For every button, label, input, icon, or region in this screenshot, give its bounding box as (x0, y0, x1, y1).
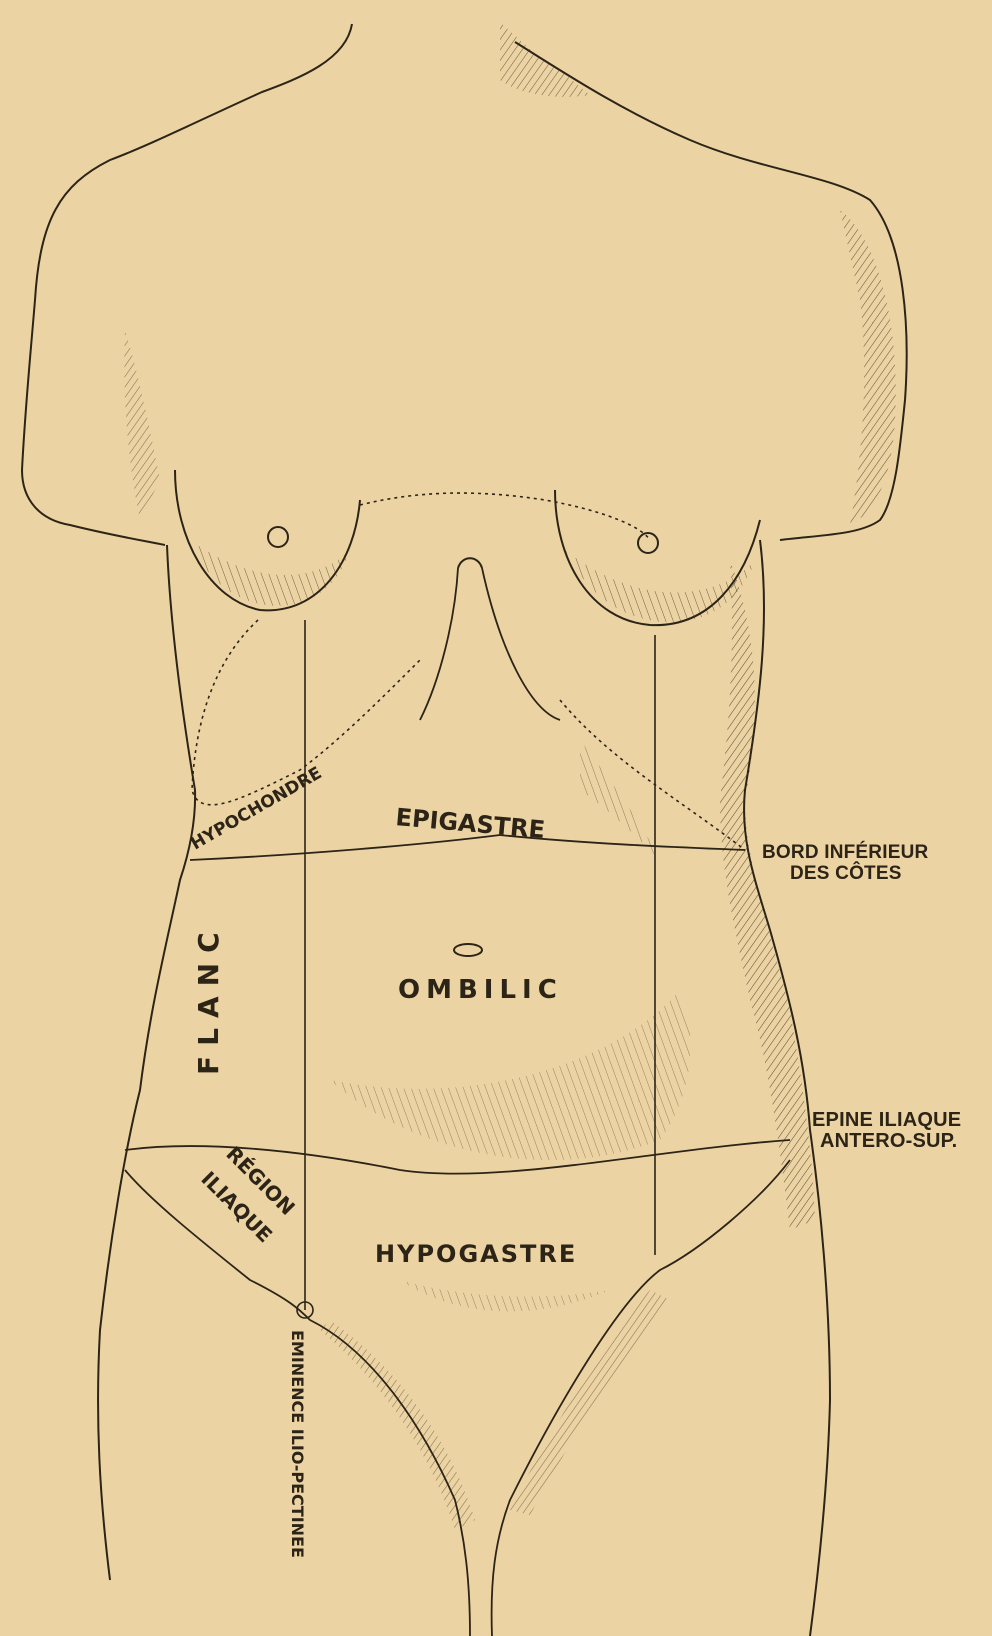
label-eminence: EMINENCE ILIO-PECTINEE (288, 1330, 307, 1558)
epine-line-1: EPINE ILIAQUE (812, 1110, 992, 1131)
neck-shading (500, 22, 590, 97)
label-hypogastre: HYPOGASTRE (375, 1240, 577, 1268)
groin-shading (320, 1320, 475, 1530)
inguinal-lines (125, 1160, 790, 1636)
epine-line-2: ANTERO-SUP. (812, 1131, 992, 1152)
groin-shading-right (510, 1290, 670, 1515)
label-bord-inferieur-des-cotes: BORD INFÉRIEUR DES CÔTES (762, 842, 962, 884)
left-breast-shading (190, 540, 350, 606)
xiphoid-notch (458, 558, 482, 568)
right-nipple (638, 533, 658, 553)
label-ombilic: OMBILIC (398, 975, 563, 1005)
label-flanc: FLANC (192, 922, 225, 1075)
costal-arch (420, 568, 560, 720)
right-arm-shading (840, 210, 896, 525)
hypogastric-shading (400, 1280, 610, 1311)
left-arm-shading (124, 330, 160, 520)
right-side-shading (720, 560, 815, 1230)
left-nipple (268, 527, 288, 547)
vertical-midclavicular-lines (305, 620, 655, 1310)
bord-line-1: BORD INFÉRIEUR (762, 842, 962, 863)
label-epine-iliaque-antero-sup: EPINE ILIAQUE ANTERO-SUP. (812, 1110, 992, 1152)
lower-abdomen-shading (330, 990, 690, 1160)
right-breast-shading (565, 550, 755, 622)
bord-line-2: DES CÔTES (762, 863, 962, 884)
navel (454, 944, 482, 956)
